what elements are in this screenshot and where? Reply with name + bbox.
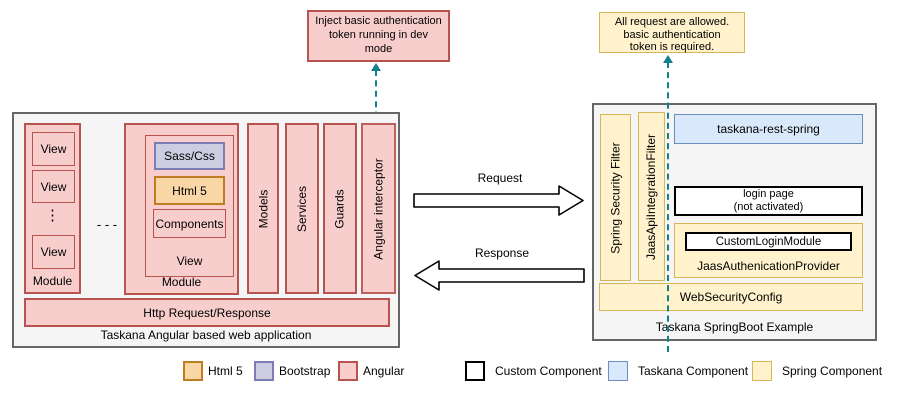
- legend-label: Bootstrap: [279, 364, 331, 378]
- views-ellipsis: ⋮: [45, 207, 60, 224]
- login-page-box: login page (not activated): [674, 186, 863, 216]
- guards-label: Guards: [333, 188, 348, 229]
- angular-interceptor-column: Angular interceptor: [361, 123, 396, 294]
- legend-label: Html 5: [208, 364, 243, 378]
- taskana-component-swatch: [608, 361, 628, 381]
- components-box: Components: [153, 209, 226, 238]
- springboot-title: Taskana SpringBoot Example: [655, 320, 814, 334]
- angular-app-title: Taskana Angular based web application: [100, 328, 312, 342]
- response-label: Response: [474, 246, 530, 260]
- view-box: View: [32, 170, 75, 203]
- login-page-line: login page: [743, 187, 794, 200]
- angular-swatch: [338, 361, 358, 381]
- sass-css-box: Sass/Css: [154, 142, 225, 170]
- note-all-requests: All request are allowed. basic authentic…: [599, 12, 745, 53]
- view-box: View: [32, 132, 75, 166]
- request-label: Request: [477, 171, 523, 185]
- services-label: Services: [295, 185, 310, 232]
- legend-item-html5: Html 5: [183, 361, 243, 381]
- legend-item-spring: Spring Component: [752, 361, 882, 381]
- legend-item-taskana: Taskana Component: [608, 361, 748, 381]
- request-arrow: [413, 185, 584, 216]
- models-column: Models: [247, 123, 279, 294]
- html5-swatch: [183, 361, 203, 381]
- note-line: mode: [364, 42, 393, 55]
- jaas-authentication-provider-box: CustomLoginModule JaasAuthenicationProvi…: [674, 223, 863, 278]
- legend-label: Custom Component: [495, 364, 602, 378]
- note-line: token is required.: [629, 41, 715, 54]
- models-label: Models: [256, 189, 270, 228]
- legend-item-bootstrap: Bootstrap: [254, 361, 330, 381]
- services-column: Services: [285, 123, 319, 294]
- bootstrap-swatch: [254, 361, 274, 381]
- legend-label: Spring Component: [782, 364, 883, 378]
- web-security-config-bar: WebSecurityConfig: [599, 283, 863, 311]
- http-request-response-bar: Http Request/Response: [24, 298, 390, 327]
- note-line: basic authentication: [623, 28, 721, 41]
- jaas-api-integration-filter-column: JaasApiIntegrationFilter: [638, 112, 665, 281]
- custom-login-module-box: CustomLoginModule: [685, 232, 852, 251]
- spring-security-filter-column: Spring Security Filter: [600, 114, 631, 281]
- jaas-authentication-provider-label: JaasAuthenicationProvider: [697, 259, 840, 273]
- module-label: Module: [161, 275, 202, 289]
- springboot-container: Spring Security Filter JaasApiIntegratio…: [592, 103, 877, 341]
- dashed-arrowhead-up-left: [371, 63, 381, 71]
- angular-interceptor-label: Angular interceptor: [371, 157, 386, 260]
- dashed-connector-left: [375, 70, 377, 128]
- note-line: All request are allowed.: [614, 16, 730, 28]
- module-box-2: Sass/Css Html 5 Components View Module: [124, 123, 239, 295]
- html5-box: Html 5: [154, 176, 225, 205]
- note-inject-token: Inject basic authentication token runnin…: [307, 10, 450, 62]
- module-label: Module: [32, 274, 73, 288]
- angular-app-container: View View ⋮ View Module - - - Sass/Css H…: [12, 112, 400, 348]
- jaas-api-integration-filter-label: JaasApiIntegrationFilter: [644, 133, 659, 260]
- legend-item-custom: Custom Component: [465, 361, 602, 381]
- view-container: Sass/Css Html 5 Components View: [145, 135, 234, 277]
- legend-item-angular: Angular: [338, 361, 404, 381]
- legend-label: Angular: [363, 364, 405, 378]
- dashed-arrowhead-up-right: [663, 55, 673, 63]
- dashed-connector-right: [667, 62, 669, 352]
- view-box: View: [32, 235, 75, 269]
- taskana-rest-spring-box: taskana-rest-spring: [674, 114, 863, 144]
- legend-label: Taskana Component: [638, 364, 749, 378]
- spring-component-swatch: [752, 361, 772, 381]
- response-arrow: [414, 260, 585, 291]
- guards-column: Guards: [323, 123, 357, 294]
- module-box-1: View View ⋮ View Module: [24, 123, 81, 294]
- note-line: Inject basic authentication: [315, 15, 442, 27]
- note-line: token running in dev: [328, 28, 429, 41]
- spring-security-filter-label: Spring Security Filter: [608, 141, 623, 254]
- login-page-line: (not activated): [733, 201, 804, 213]
- modules-separator: - - -: [96, 217, 118, 232]
- custom-component-swatch: [465, 361, 485, 381]
- view-label: View: [176, 254, 203, 268]
